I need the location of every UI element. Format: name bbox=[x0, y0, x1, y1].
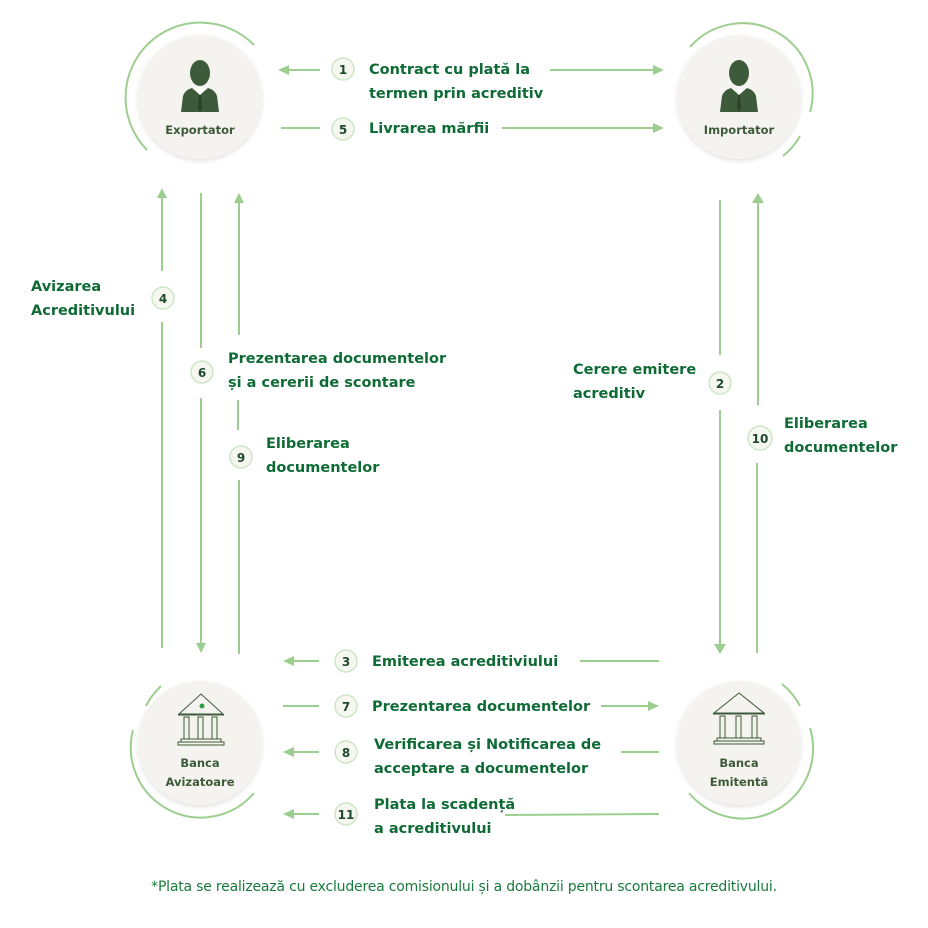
step-badge-8: 8 bbox=[334, 740, 358, 764]
arrow-step-4 bbox=[157, 188, 167, 648]
person-icon bbox=[720, 60, 758, 112]
node-ring-arc bbox=[781, 683, 801, 707]
svg-text:5: 5 bbox=[339, 123, 347, 137]
step-label-2: acreditiv bbox=[573, 386, 646, 402]
node-exportator: Exportator bbox=[124, 21, 262, 159]
node-ring-arc bbox=[129, 729, 255, 819]
arrow-step-11 bbox=[283, 809, 660, 819]
node-label: Importator bbox=[704, 123, 775, 137]
step-label-7: Prezentarea documentelor bbox=[372, 699, 591, 715]
svg-text:10: 10 bbox=[752, 432, 769, 446]
step-badge-3: 3 bbox=[334, 649, 358, 673]
bank-icon bbox=[177, 693, 225, 746]
footnote: *Plata se realizează cu excluderea comis… bbox=[151, 879, 777, 895]
node-label: Emitentă bbox=[710, 775, 769, 789]
step-badge-2: 2 bbox=[708, 371, 732, 395]
step-label-2: Cerere emitere bbox=[573, 362, 696, 378]
step-label-5: Livrarea mărfii bbox=[369, 121, 489, 137]
step-label-11: Plata la scadență bbox=[374, 797, 515, 813]
svg-text:6: 6 bbox=[198, 366, 206, 380]
step-label-4: Acreditivului bbox=[31, 303, 135, 319]
arrow-step-7 bbox=[283, 701, 659, 711]
node-ring-arc bbox=[688, 727, 815, 820]
step-label-10: documentelor bbox=[784, 440, 898, 456]
arrow-step-3 bbox=[283, 656, 659, 666]
node-label: Exportator bbox=[165, 123, 235, 137]
step-label-9: Eliberarea bbox=[266, 436, 350, 452]
arrow-step-2 bbox=[714, 200, 726, 654]
arrow-step-8 bbox=[283, 747, 659, 757]
step-label-9: documentelor bbox=[266, 460, 380, 476]
svg-text:8: 8 bbox=[342, 746, 350, 760]
node-ring-arc bbox=[689, 22, 814, 113]
step-label-6: și a cererii de scontare bbox=[228, 375, 416, 391]
step-badge-10: 10 bbox=[747, 425, 773, 451]
person-icon bbox=[181, 60, 219, 112]
node-label: Banca bbox=[180, 756, 219, 770]
node-importator: Importator bbox=[677, 22, 814, 159]
step-label-1: termen prin acreditiv bbox=[369, 86, 544, 102]
step-label-4: Avizarea bbox=[31, 279, 101, 295]
arrow-step-6 bbox=[196, 193, 206, 653]
node-circle bbox=[138, 681, 262, 805]
node-ring-arc bbox=[782, 135, 801, 157]
bank-logo-icon bbox=[199, 703, 205, 709]
arrow-step-1 bbox=[278, 65, 664, 75]
step-badge-11: 11 bbox=[334, 802, 358, 826]
node-label: Banca bbox=[719, 756, 758, 770]
svg-text:1: 1 bbox=[339, 63, 347, 77]
svg-text:3: 3 bbox=[342, 655, 350, 669]
step-badge-7: 7 bbox=[334, 694, 358, 718]
bank-icon bbox=[712, 692, 766, 745]
step-badge-1: 1 bbox=[331, 57, 355, 81]
node-ring-arc bbox=[124, 21, 255, 151]
svg-text:7: 7 bbox=[342, 700, 350, 714]
step-label-1: Contract cu plată la bbox=[369, 62, 530, 78]
node-banca-avizatoare: Banca Avizatoare bbox=[129, 681, 262, 819]
arrow-step-5 bbox=[281, 123, 664, 133]
arrow-step-10 bbox=[752, 193, 764, 653]
step-label-8: Verificarea și Notificarea de bbox=[374, 737, 601, 753]
svg-text:11: 11 bbox=[338, 808, 355, 822]
node-label: Avizatoare bbox=[165, 775, 234, 789]
arrow-step-9 bbox=[234, 193, 244, 654]
node-circle bbox=[677, 681, 801, 805]
svg-text:2: 2 bbox=[716, 377, 724, 391]
node-ring-arc bbox=[145, 685, 162, 707]
step-badge-4: 4 bbox=[151, 286, 175, 310]
step-label-8: acceptare a documentelor bbox=[374, 761, 589, 777]
svg-text:9: 9 bbox=[237, 451, 245, 465]
step-label-11: a acreditivului bbox=[374, 821, 492, 837]
step-badge-5: 5 bbox=[331, 117, 355, 141]
step-label-6: Prezentarea documentelor bbox=[228, 351, 447, 367]
step-label-10: Eliberarea bbox=[784, 416, 868, 432]
node-banca-emitenta: Banca Emitentă bbox=[677, 681, 815, 820]
step-badge-9: 9 bbox=[229, 445, 253, 469]
svg-text:4: 4 bbox=[159, 292, 167, 306]
step-label-3: Emiterea acreditiviului bbox=[372, 654, 558, 670]
step-badge-6: 6 bbox=[190, 360, 214, 384]
